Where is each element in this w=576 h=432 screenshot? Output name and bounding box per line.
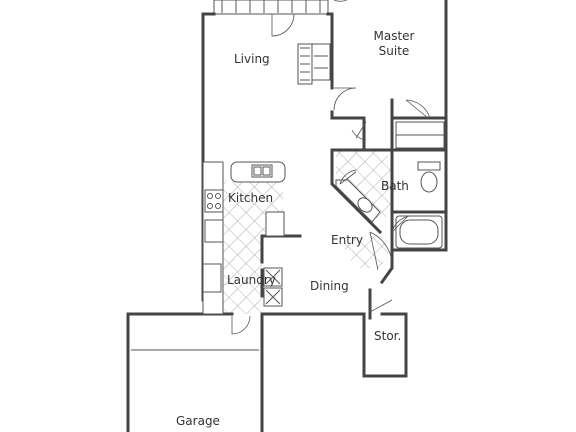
garage-label: Garage: [176, 414, 220, 428]
bath-label: Bath: [381, 179, 409, 193]
master-door-swing: [333, 87, 357, 111]
bath-sink-icon: [357, 197, 373, 213]
fireplace-icon: [297, 43, 331, 85]
room-labels: Living Master Suite Kitchen Bath Entry L…: [176, 29, 415, 428]
toilet-tank-icon: [417, 161, 441, 171]
toilet-icon: [420, 171, 438, 193]
kitchen-island: [265, 211, 285, 237]
stove-icon: [204, 189, 224, 213]
bath-tile-floor: [336, 150, 392, 222]
bath-entry-door-swing: [339, 169, 357, 185]
master-suite-label-line1: Master: [374, 29, 415, 43]
master-suite-label-line2: Suite: [379, 44, 410, 58]
storage-label: Stor.: [374, 329, 401, 343]
master-top-door-swing: [333, 0, 348, 2]
entry-door-swing: [369, 231, 393, 271]
bath-fixtures: [335, 121, 445, 249]
storage-door-swing: [369, 299, 393, 313]
entry-label: Entry: [331, 233, 363, 247]
garage-door-swing: [231, 315, 251, 335]
laundry-label: Laundry: [227, 273, 276, 287]
walls: [126, 0, 448, 432]
top-window: [213, 0, 329, 15]
doors: [231, 0, 431, 335]
bathtub-icon: [395, 215, 443, 249]
living-label: Living: [234, 52, 270, 66]
living-door-swing: [271, 13, 295, 37]
tub-door-swing: [391, 215, 411, 233]
closet-door-swing: [405, 99, 431, 119]
dining-label: Dining: [310, 279, 349, 293]
refrigerator-icon: [204, 219, 224, 243]
laundry-fixtures: [202, 263, 283, 307]
kitchen-label: Kitchen: [228, 191, 273, 205]
bath-door-swing: [351, 121, 367, 141]
tile-floors: [222, 150, 392, 314]
sink-icon: [251, 164, 273, 178]
entry-tile-floor: [342, 232, 392, 268]
kitchen-tile-floor: [222, 182, 283, 314]
